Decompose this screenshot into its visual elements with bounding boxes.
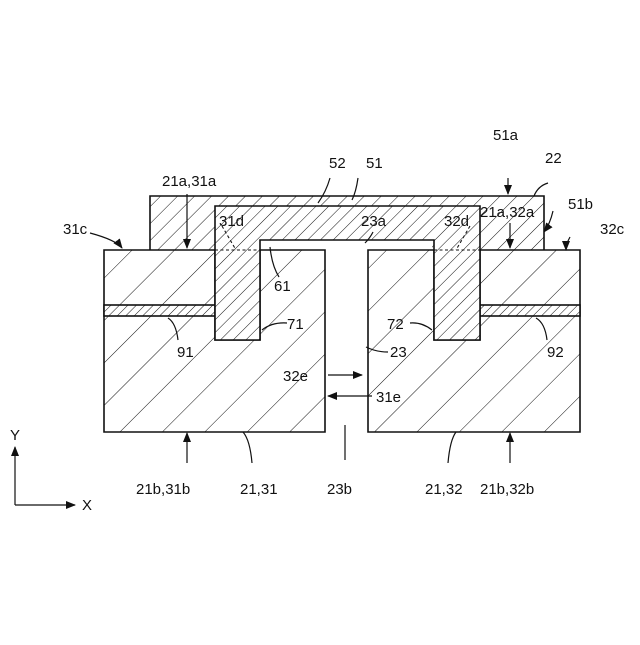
layer-91 (104, 305, 215, 316)
label-21b-32b: 21b,32b (480, 481, 534, 498)
label-51a: 51a (493, 127, 519, 144)
axis-label-x: X (82, 497, 92, 514)
label-52: 52 (329, 155, 346, 172)
label-51b: 51b (568, 196, 593, 213)
label-72: 72 (387, 316, 404, 333)
label-31d: 31d (219, 213, 244, 230)
label-23: 23 (390, 344, 407, 361)
label-31e: 31e (376, 389, 401, 406)
label-21a-31a: 21a,31a (162, 173, 217, 190)
label-21-32: 21,32 (425, 481, 463, 498)
label-61: 61 (274, 278, 291, 295)
label-92: 92 (547, 344, 564, 361)
label-31c: 31c (63, 221, 88, 238)
inner-member-51 (215, 206, 480, 340)
layer-92 (480, 305, 580, 316)
axis-label-y: Y (10, 427, 20, 444)
label-22: 22 (545, 150, 562, 167)
label-21b-31b: 21b,31b (136, 481, 190, 498)
axis-arrows (15, 447, 75, 505)
label-23b: 23b (327, 481, 352, 498)
label-51: 51 (366, 155, 383, 172)
label-23a: 23a (361, 213, 387, 230)
label-32d: 32d (444, 213, 469, 230)
label-21a-32a: 21a,32a (480, 204, 535, 221)
label-21-31: 21,31 (240, 481, 278, 498)
label-32c: 32c (600, 221, 625, 238)
label-32e: 32e (283, 368, 308, 385)
label-71: 71 (287, 316, 304, 333)
label-91: 91 (177, 344, 194, 361)
